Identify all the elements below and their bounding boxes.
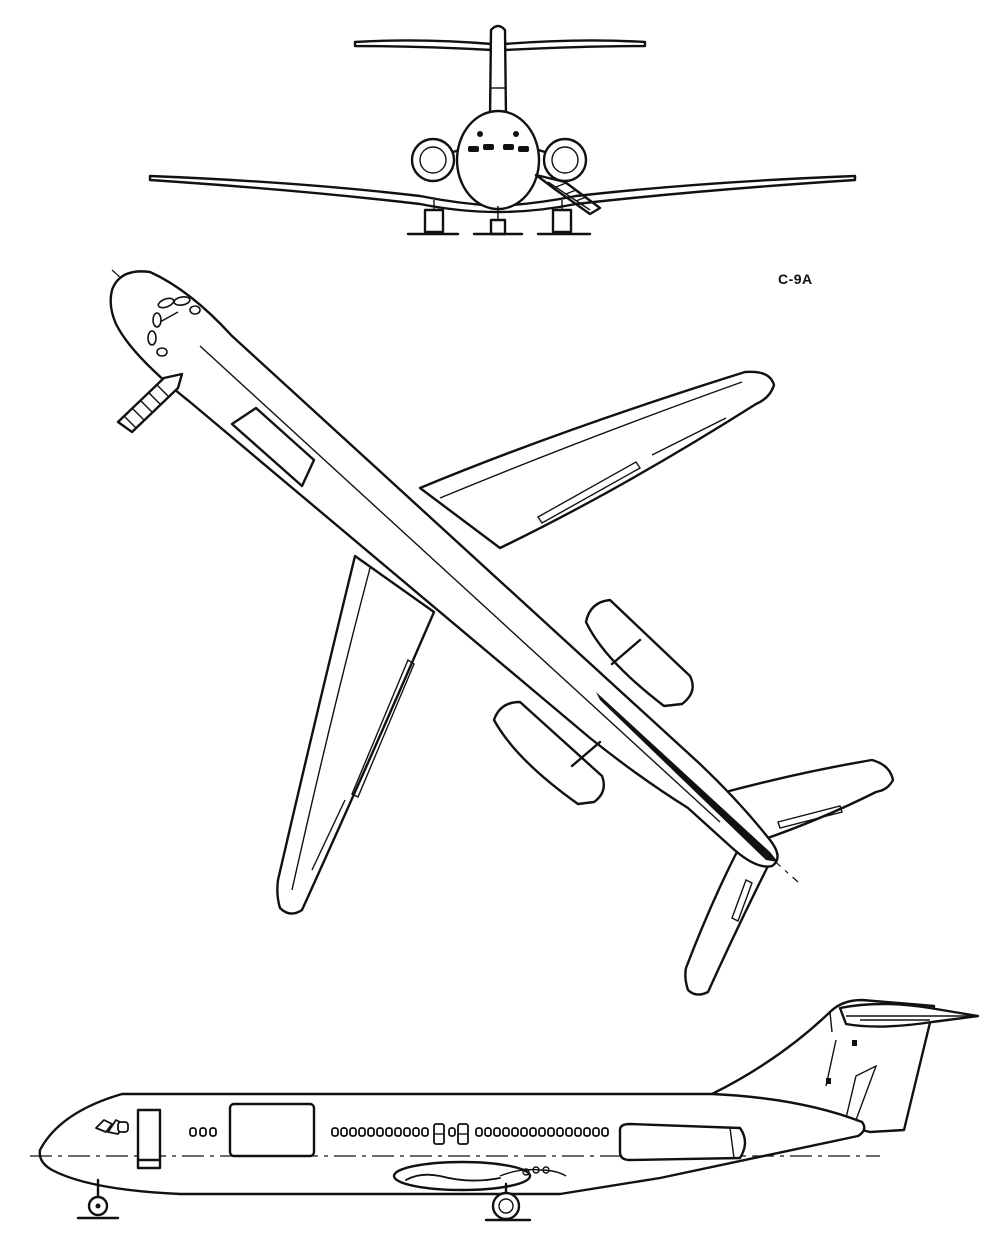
cabin-window	[367, 1127, 375, 1137]
cabin-window	[349, 1127, 357, 1137]
cabin-window	[556, 1127, 564, 1137]
side-horizontal-stabilizer	[838, 1002, 980, 1028]
front-windshield	[468, 131, 529, 152]
cabin-window	[475, 1127, 483, 1137]
aircraft-designation: C-9A	[778, 271, 813, 287]
cabin-window	[529, 1127, 537, 1137]
cabin-window	[331, 1127, 339, 1137]
cabin-window	[574, 1127, 582, 1137]
cabin-window	[538, 1127, 546, 1137]
front-wing	[148, 174, 857, 214]
front-view	[148, 24, 857, 236]
cabin-window	[340, 1127, 348, 1137]
cabin-window	[199, 1127, 207, 1137]
side-cockpit-windows	[95, 1119, 129, 1135]
front-right-engine	[542, 137, 588, 183]
plan-right-wing	[418, 370, 776, 550]
front-horizontal-stabilizer	[353, 39, 647, 52]
front-airstair	[534, 173, 602, 216]
plan-view	[109, 269, 895, 996]
cabin-window	[502, 1127, 510, 1137]
plan-tail-cone	[596, 692, 778, 862]
front-vertical-fin	[488, 24, 508, 120]
plan-left-tailplane	[684, 844, 770, 996]
cabin-window	[493, 1127, 501, 1137]
side-main-gear	[484, 1182, 532, 1222]
cabin-window	[189, 1127, 197, 1137]
plan-airstair	[116, 372, 184, 434]
cabin-window	[421, 1127, 429, 1137]
cabin-window	[547, 1127, 555, 1137]
cabin-window	[583, 1127, 591, 1137]
cabin-window	[592, 1127, 600, 1137]
plan-lower-engine	[492, 700, 605, 806]
cabin-window	[376, 1127, 384, 1137]
cabin-window	[394, 1127, 402, 1137]
side-forward-door	[136, 1108, 162, 1170]
front-left-engine	[410, 137, 456, 183]
cabin-window	[484, 1127, 492, 1137]
cabin-window	[520, 1127, 528, 1137]
plan-cargo-door	[230, 406, 316, 488]
side-cargo-door	[228, 1102, 316, 1158]
cabin-window	[601, 1127, 609, 1137]
side-engine	[618, 1122, 747, 1162]
cabin-window	[358, 1127, 366, 1137]
cabin-window	[511, 1127, 519, 1137]
cabin-window	[412, 1127, 420, 1137]
side-wing-fairing	[392, 1160, 567, 1192]
cabin-window	[448, 1127, 456, 1137]
plan-left-wing	[276, 554, 436, 915]
front-fuselage	[455, 109, 541, 211]
side-nose-gear	[76, 1178, 120, 1220]
plan-cockpit-windows	[147, 296, 201, 357]
cabin-window	[565, 1127, 573, 1137]
cabin-window	[385, 1127, 393, 1137]
cabin-window	[209, 1127, 217, 1137]
cabin-window	[403, 1127, 411, 1137]
front-landing-gear	[406, 200, 592, 236]
side-view	[30, 998, 980, 1222]
side-overwing-exits	[433, 1123, 469, 1145]
plan-upper-engine	[584, 598, 694, 708]
